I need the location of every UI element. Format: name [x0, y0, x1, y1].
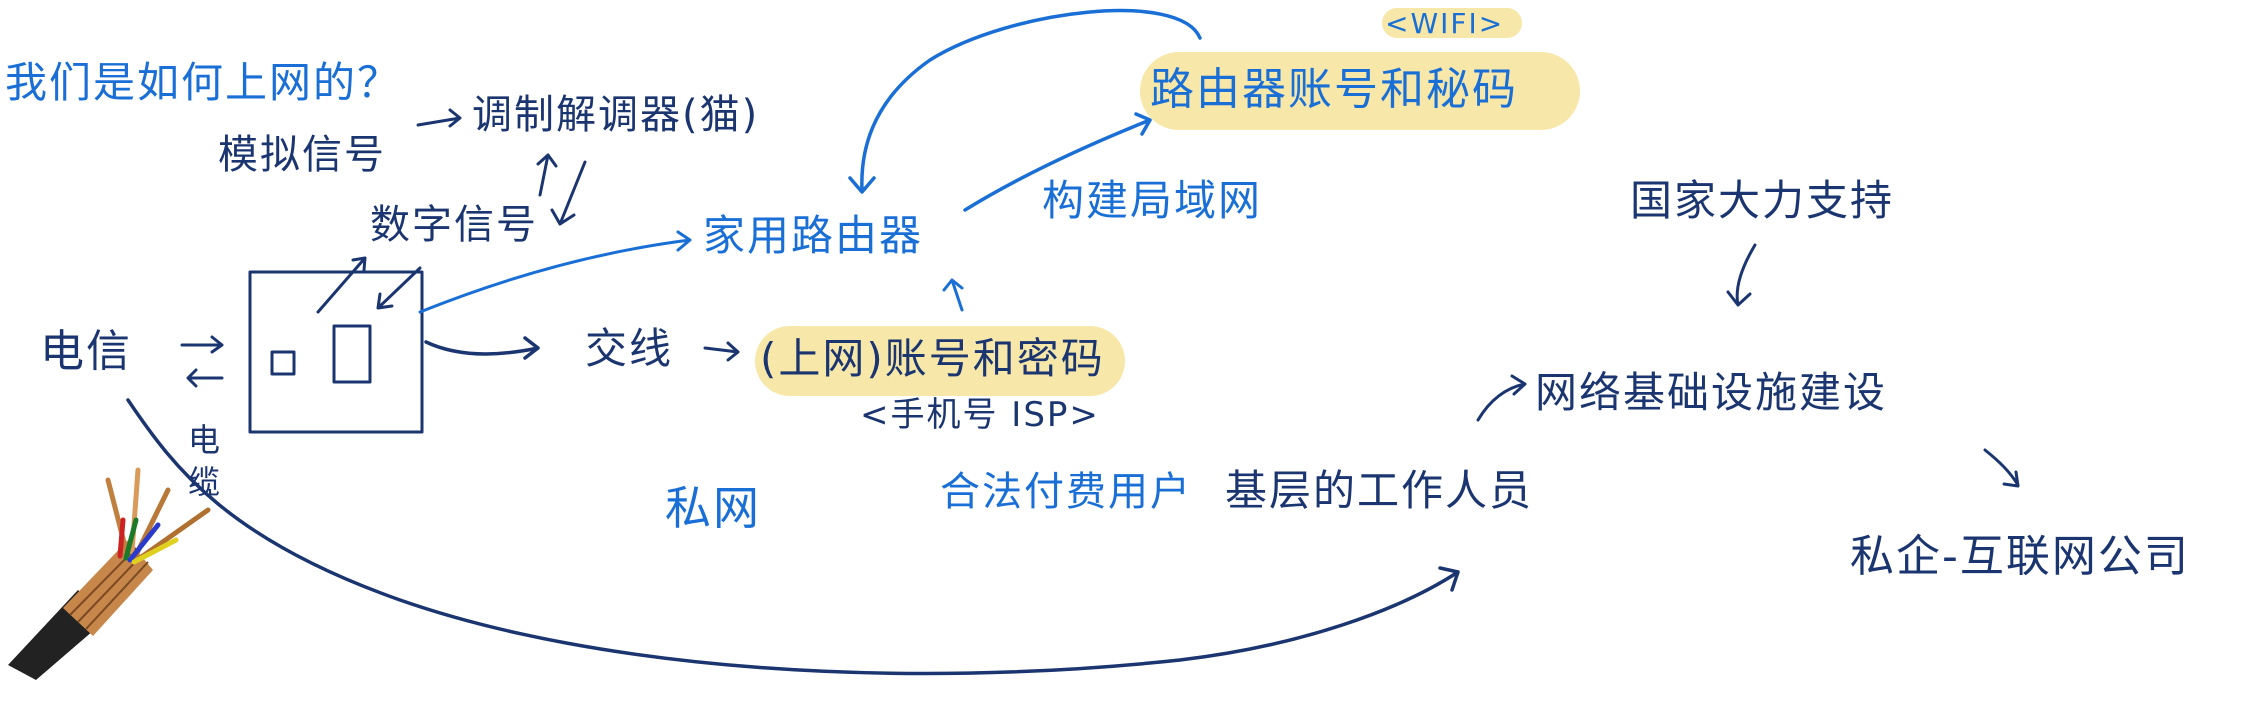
- cross-line-label: 交线: [585, 324, 674, 373]
- modem-to-telecom-arrow: [186, 368, 224, 388]
- box-to-digital-arrow: [316, 256, 367, 314]
- account-password-label: (上网)账号和密码: [760, 334, 1105, 383]
- home-router-label: 家用路由器: [703, 211, 924, 260]
- account-password-highlight: [755, 326, 1125, 396]
- grassroots-workers-label: 基层的工作人员: [1225, 466, 1534, 515]
- modem-box: [248, 270, 424, 434]
- cable-long-curve: [126, 398, 1460, 676]
- router-account-highlight: [1140, 52, 1580, 130]
- build-lan-label: 构建局域网: [1042, 176, 1263, 225]
- account-to-router-arrow: [942, 278, 964, 312]
- state-support-label: 国家大力支持: [1630, 176, 1895, 225]
- private-net-label: 私网: [665, 481, 761, 535]
- modem-port-small: [270, 350, 296, 376]
- analog-signal-label: 模拟信号: [218, 132, 386, 178]
- cable-image: [8, 467, 211, 680]
- network-infra-label: 网络基础设施建设: [1535, 368, 1888, 417]
- state-support-down-arrow: [1726, 243, 1757, 307]
- phone-isp-label: <手机号 ISP>: [860, 395, 1100, 435]
- wifi-highlight: [1382, 8, 1522, 38]
- modem-down-arrow: [550, 160, 587, 226]
- modem-label: 调制解调器(猫): [472, 92, 760, 138]
- router-account-label: 路由器账号和秘码: [1150, 64, 1518, 115]
- workers-to-infra-arrow: [1476, 374, 1527, 422]
- cable-label: 电缆: [188, 421, 223, 501]
- router-to-lan-arrow: [963, 112, 1152, 212]
- modem-to-crossline-arrow: [424, 336, 540, 360]
- modem-port-large: [332, 324, 372, 384]
- telecom-to-modem-arrow: [180, 335, 224, 354]
- wifi-label: <WIFI>: [1385, 7, 1505, 40]
- router-account-to-home-router-arc: [848, 8, 1202, 194]
- legal-paid-user-label: 合法付费用户: [940, 469, 1192, 515]
- infra-to-private-co-arrow: [1983, 448, 2020, 488]
- digital-up-arrow: [536, 153, 558, 197]
- telecom-label: 电信: [40, 326, 132, 377]
- modem-to-router-arrow: [418, 230, 692, 314]
- private-internet-co-label: 私企-互联网公司: [1850, 531, 2190, 582]
- digital-to-box-arrow: [376, 266, 422, 310]
- crossline-to-account-arrow: [703, 341, 740, 362]
- analog-to-modem-arrow: [416, 108, 462, 128]
- question-title: 我们是如何上网的？: [5, 58, 402, 107]
- digital-signal-label: 数字信号: [370, 202, 538, 248]
